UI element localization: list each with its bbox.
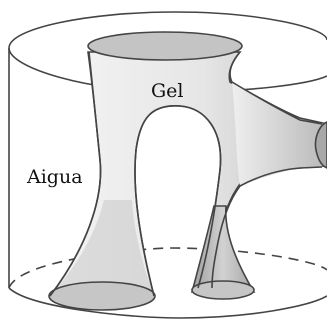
gel-outline-right-lower — [211, 166, 323, 289]
gel-left-leg-funnel — [50, 200, 154, 296]
gel-right-leg-funnel — [190, 205, 256, 293]
gel-bottom-left-opening — [48, 281, 156, 311]
gel-side-arm — [232, 82, 327, 186]
gel-bottom-right-opening — [191, 280, 255, 300]
aigua-label: Aigua — [27, 166, 83, 188]
container-bottom-front-rim — [8, 287, 327, 319]
gel-side-arm-opening — [314, 121, 327, 169]
gel-top-opening — [87, 31, 243, 61]
gel-outline-right — [229, 51, 323, 125]
gel-label: Gel — [151, 80, 184, 102]
gel-outline-inner-arch — [134, 105, 222, 297]
gel-outline-left — [49, 51, 102, 297]
container-bottom-back-rim — [8, 247, 327, 289]
